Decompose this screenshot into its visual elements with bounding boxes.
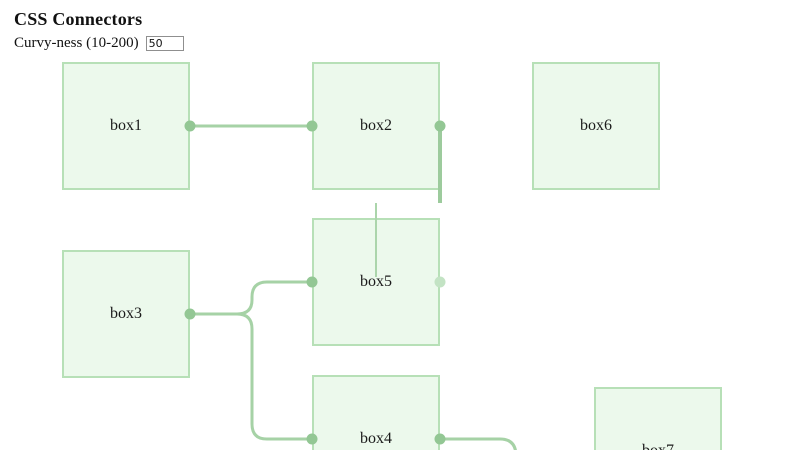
box-box1: box1 (62, 62, 190, 190)
box-box4: box4 (312, 375, 440, 450)
box-box2: box2 (312, 62, 440, 190)
page-title: CSS Connectors (14, 9, 143, 29)
box-box5: box5 (312, 218, 440, 346)
box-box6: box6 (532, 62, 660, 190)
box-box3: box3 (62, 250, 190, 378)
curvyness-input[interactable] (145, 35, 184, 51)
curvyness-controls: Curvy-ness (10-200) (14, 35, 184, 51)
curvyness-label: Curvy-ness (10-200) (14, 34, 139, 51)
connector-box3-box4-curve (236, 312, 312, 441)
connector-box3-box5-curve (190, 280, 312, 316)
connector-box4-box7-curve (440, 437, 517, 450)
box-box7: box7 (594, 387, 722, 450)
